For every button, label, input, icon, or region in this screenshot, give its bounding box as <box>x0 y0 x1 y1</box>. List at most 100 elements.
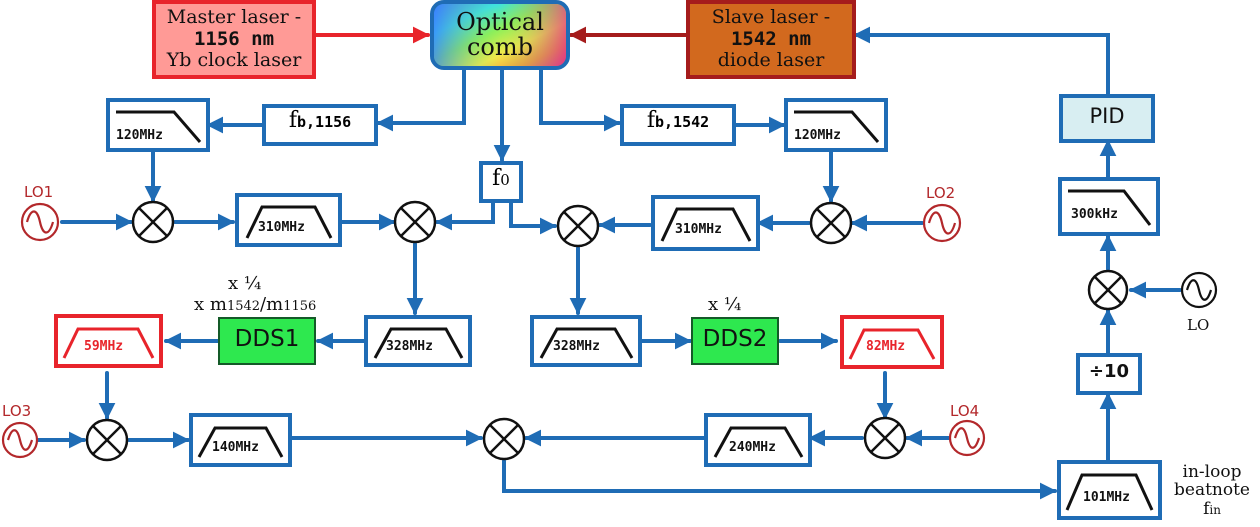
dds1-scaling-sub2: 1156 <box>283 299 317 314</box>
beatnote-line1: in-loop <box>1182 462 1242 482</box>
mixers <box>85 200 1129 462</box>
f0-sub: 0 <box>500 171 510 189</box>
divider-label: ÷10 <box>1088 361 1130 382</box>
comb-line1: Optical <box>456 7 544 36</box>
lowpass-120mhz-left-label: 120MHz <box>116 128 163 143</box>
bandpass-310mhz-left-label: 310MHz <box>258 220 305 235</box>
dds2-box <box>691 317 779 365</box>
fb1542-box <box>620 104 736 146</box>
lowpass-120mhz-right-label: 120MHz <box>794 128 841 143</box>
mixer-icon <box>809 201 853 245</box>
lowpass-300khz-box <box>1058 177 1160 236</box>
bandpass-shape-icon <box>245 205 333 239</box>
bandpass-shape-icon <box>62 327 155 359</box>
mixer-icon <box>85 418 129 462</box>
dds1-scaling-sub1: 1542 <box>226 299 261 314</box>
optical-comb-shade <box>434 4 566 66</box>
dds1-box <box>218 317 316 365</box>
dds1-label: DDS1 <box>234 326 300 352</box>
optical-comb-label: Optical comb <box>434 4 566 66</box>
mixer-icon <box>1087 269 1129 311</box>
f0-box <box>479 161 523 203</box>
master-laser-box <box>152 0 316 79</box>
master-laser-label: Master laser - 1156 nm Yb clock laser <box>156 4 312 75</box>
bandpass-328mhz-right-label: 328MHz <box>553 339 600 354</box>
lowpass-120mhz-left-box <box>106 98 210 152</box>
bandpass-140mhz-label: 140MHz <box>212 440 259 455</box>
beatnote-fin-main: f <box>1203 498 1210 519</box>
bandpass-shape-icon <box>373 327 464 359</box>
dds2-scaling-line1: x ¼ <box>708 294 742 315</box>
connections <box>36 26 1182 500</box>
bandpass-101mhz-label: 101MHz <box>1083 490 1130 505</box>
lo-label: LO <box>1187 316 1210 334</box>
mixer-icon <box>482 417 526 461</box>
mixer6-to-bp101-line <box>502 459 1057 500</box>
dds1-scaling-mid: /m <box>260 294 284 315</box>
oscillators <box>1 202 1218 459</box>
lo4-label: LO4 <box>950 402 980 420</box>
fb1156-main: f <box>288 108 297 133</box>
bandpass-shape-icon <box>848 328 936 360</box>
slave-laser-label: Slave laser - 1542 nm diode laser <box>690 4 852 75</box>
dds1-scaling-prefix: x m <box>194 294 227 315</box>
f0-main: f <box>492 166 501 191</box>
fb1156-label: fb,1156 <box>264 110 376 132</box>
mixer-icon <box>131 200 175 244</box>
lo3-label: LO3 <box>2 402 32 420</box>
comb-to-fb1156-line <box>376 66 466 132</box>
fb1156-box <box>262 104 378 146</box>
lowpass-300khz-label: 300kHz <box>1071 207 1118 222</box>
pid-to-slave-line <box>853 26 1110 97</box>
comb-line2: comb <box>466 33 533 61</box>
lo-oscillator-icon <box>1180 271 1218 309</box>
filter-shapes <box>62 110 1154 511</box>
f0-to-mixer3-line <box>509 199 557 235</box>
lo1-oscillator-icon <box>20 202 60 242</box>
beatnote-line2: beatnote <box>1174 480 1250 501</box>
fb1542-label: fb,1542 <box>622 110 734 132</box>
bandpass-shape-icon <box>713 426 804 458</box>
beatnote-caption: in-loop beatnote fin <box>1166 463 1258 518</box>
mixer-icon <box>556 204 600 248</box>
bandpass-240mhz-label: 240MHz <box>729 440 776 455</box>
comb-to-fb1542-line <box>539 66 621 132</box>
mixer-icon <box>393 200 437 244</box>
lowpass-shape-icon <box>794 110 880 143</box>
bandpass-shape-icon <box>539 327 634 359</box>
dds2-label: DDS2 <box>702 326 768 352</box>
lo2-label: LO2 <box>926 184 956 202</box>
bandpass-310mhz-right-label: 310MHz <box>675 222 722 237</box>
bandpass-328mhz-left-label: 328MHz <box>386 339 433 354</box>
f0-label: f0 <box>481 168 521 190</box>
lo1-label: LO1 <box>24 183 54 201</box>
bandpass-shape-icon <box>197 426 284 458</box>
pid-box <box>1059 94 1155 143</box>
master-line3: Yb clock laser <box>166 49 302 72</box>
lowpass-shape-icon <box>116 110 202 143</box>
master-line2: 1156 nm <box>193 27 275 50</box>
slave-laser-box <box>686 0 856 79</box>
lowpass-120mhz-right-box <box>784 98 888 152</box>
beatnote-fin-sub: in <box>1209 502 1221 517</box>
slave-line2: 1542 nm <box>730 27 812 50</box>
slave-line3: diode laser <box>717 49 825 72</box>
lo2-oscillator-icon <box>922 203 962 243</box>
lo4-oscillator-icon <box>948 419 986 457</box>
pid-label: PID <box>1089 104 1125 128</box>
bandpass-shape-icon <box>660 207 752 242</box>
fb1542-main: f <box>646 108 655 133</box>
mixer-icon <box>863 416 907 460</box>
master-line1: Master laser - <box>166 5 302 28</box>
divider-box <box>1076 353 1142 395</box>
slave-line1: Slave laser - <box>711 5 831 28</box>
lowpass-shape-icon <box>1068 189 1152 226</box>
bandpass-82mhz-label: 82MHz <box>866 339 906 354</box>
beatnote-line3: fin <box>1166 500 1258 518</box>
f0-to-mixer2-line <box>435 199 495 231</box>
bandpass-59mhz-label: 59MHz <box>84 339 124 354</box>
dds1-scaling-line2: x m1542/m1156 <box>194 296 316 314</box>
fb1156-sub: b,1156 <box>296 113 352 131</box>
lo3-oscillator-icon <box>1 421 39 459</box>
